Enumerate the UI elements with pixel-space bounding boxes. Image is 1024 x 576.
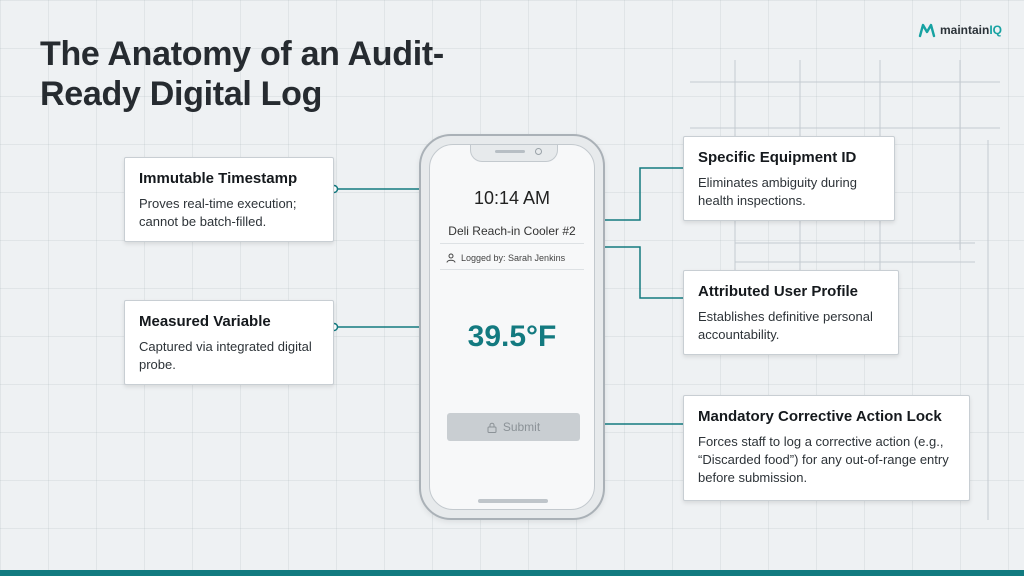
callout-description: Forces staff to log a corrective action … bbox=[698, 434, 949, 485]
callout-corrective-action-lock: Mandatory Corrective Action Lock Forces … bbox=[683, 395, 970, 501]
callout-title: Specific Equipment ID bbox=[698, 149, 857, 166]
footer-accent-bar bbox=[0, 570, 1024, 576]
log-time: 10:14 AM bbox=[473, 188, 551, 208]
callout-measured-variable: Measured Variable Captured via integrate… bbox=[124, 300, 334, 385]
callout-attributed-user-profile: Attributed User Profile Establishes defi… bbox=[683, 270, 899, 355]
callout-title: Immutable Timestamp bbox=[139, 170, 298, 187]
callout-immutable-timestamp: Immutable Timestamp Proves real-time exe… bbox=[124, 157, 334, 242]
logo-text: maintainIQ bbox=[939, 23, 1002, 37]
submit-button[interactable]: Submit bbox=[447, 413, 580, 441]
brand-logo: maintainIQ bbox=[918, 20, 1002, 40]
callout-title: Mandatory Corrective Action Lock bbox=[698, 408, 942, 425]
lock-icon bbox=[487, 422, 497, 433]
camera-icon bbox=[535, 148, 542, 155]
callout-description: Establishes definitive personal accounta… bbox=[698, 309, 873, 342]
callout-title: Measured Variable bbox=[139, 313, 271, 330]
divider bbox=[440, 269, 584, 270]
speaker-icon bbox=[495, 150, 525, 153]
logged-by-text: Logged by: Sarah Jenkins bbox=[461, 253, 566, 263]
phone-notch bbox=[470, 145, 558, 162]
callout-description: Eliminates ambiguity during health inspe… bbox=[698, 175, 857, 208]
callout-specific-equipment-id: Specific Equipment ID Eliminates ambigui… bbox=[683, 136, 895, 221]
phone-mockup: 10:14 AM Deli Reach-in Cooler #2 Logged … bbox=[419, 134, 605, 520]
logo-mark-icon bbox=[918, 23, 936, 38]
equipment-id: Deli Reach-in Cooler #2 bbox=[448, 224, 576, 238]
callout-title: Attributed User Profile bbox=[698, 283, 859, 300]
page-title: The Anatomy of an Audit-Ready Digital Lo… bbox=[40, 35, 444, 113]
phone-screen: 10:14 AM Deli Reach-in Cooler #2 Logged … bbox=[429, 144, 595, 510]
submit-label: Submit bbox=[502, 420, 541, 434]
divider bbox=[440, 243, 584, 244]
home-indicator bbox=[478, 499, 548, 503]
user-icon bbox=[446, 253, 456, 263]
callout-description: Captured via integrated digital probe. bbox=[139, 339, 312, 372]
callout-description: Proves real-time execution; cannot be ba… bbox=[139, 196, 297, 229]
logged-by: Logged by: Sarah Jenkins bbox=[446, 253, 565, 263]
temperature-reading: 39.5°F bbox=[467, 320, 557, 353]
